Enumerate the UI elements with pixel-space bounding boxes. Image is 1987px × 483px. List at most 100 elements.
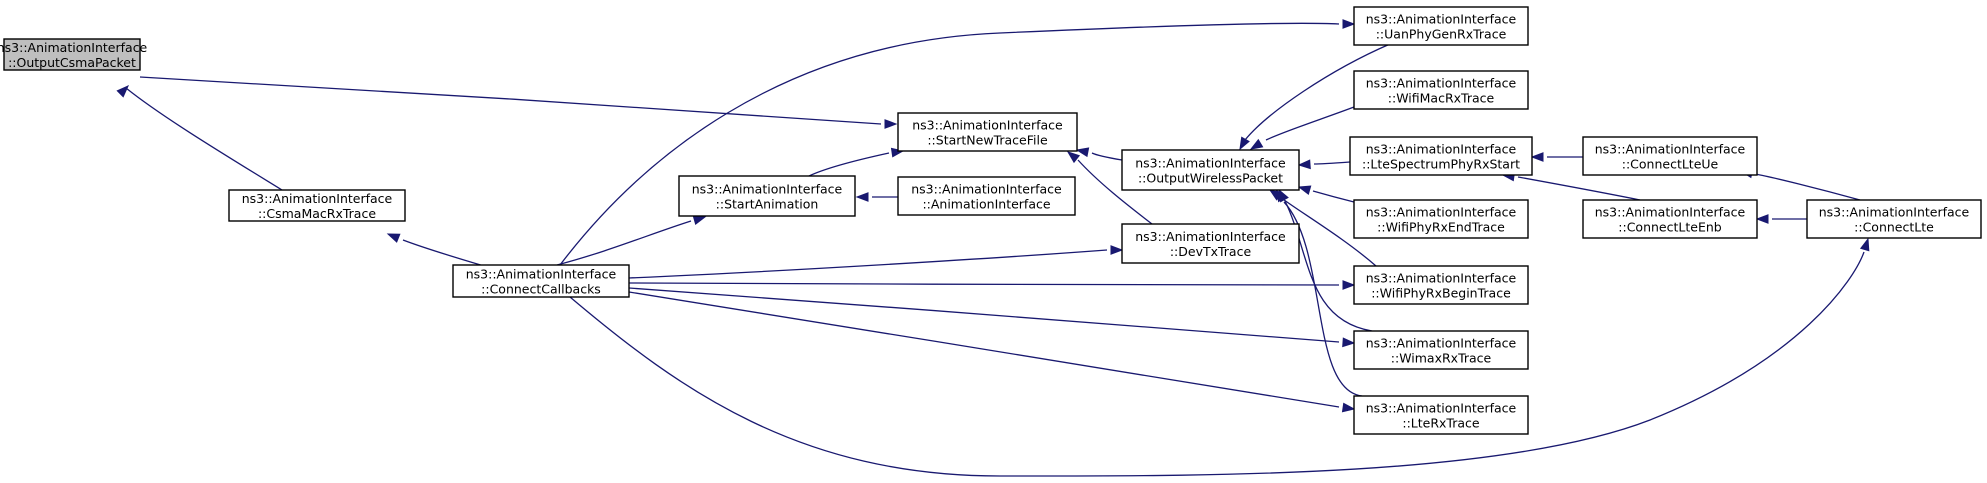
csma-mac-rx-trace-node[interactable]: ns3::AnimationInterface::CsmaMacRxTrace: [228, 189, 406, 222]
node-label-line1: ns3::AnimationInterface: [1366, 336, 1517, 351]
arrow-head: [1342, 337, 1356, 348]
arrow-head: [1275, 188, 1287, 203]
node-label-line1: ns3::AnimationInterface: [242, 191, 393, 206]
node-label-line1: ns3::AnimationInterface: [1366, 76, 1517, 91]
arrow-head: [1341, 402, 1356, 413]
output-csma-packet-node[interactable]: ns3::AnimationInterface::OutputCsmaPacke…: [0, 38, 148, 71]
node-box: [897, 112, 1078, 152]
call-graph-edges: [116, 19, 1870, 477]
node-label-line2: ::StartNewTraceFile: [927, 133, 1048, 148]
node-label-line1: ns3::AnimationInterface: [1819, 205, 1970, 220]
edge-connect-callbacks-to-connect-lte: [569, 237, 1870, 477]
edge-line: [1265, 106, 1355, 141]
node-label-line2: ::LteSpectrumPhyRxStart: [1362, 157, 1520, 172]
edge-connect-callbacks-to-dev-tx-trace: [628, 245, 1124, 279]
edge-connect-lte-enb-to-lte-spectrum-phy-rx-start: [1501, 171, 1641, 201]
connect-callbacks-node[interactable]: ns3::AnimationInterface::ConnectCallback…: [452, 264, 630, 298]
arrow-head: [1530, 152, 1544, 162]
edge-line: [556, 220, 692, 266]
edge-line: [1312, 190, 1355, 203]
node-box: [1121, 223, 1300, 264]
node-label-line1: ns3::AnimationInterface: [1366, 401, 1517, 416]
node-label-line2: ::WifiPhyRxBeginTrace: [1371, 286, 1511, 301]
dev-tx-trace-node[interactable]: ns3::AnimationInterface::DevTxTrace: [1121, 223, 1300, 264]
wifi-phy-rx-end-trace-node[interactable]: ns3::AnimationInterface::WifiPhyRxEndTra…: [1353, 199, 1529, 239]
arrow-head: [1342, 280, 1356, 290]
node-label-line2: ::ConnectCallbacks: [481, 282, 601, 297]
edge-connect-callbacks-to-csma-mac-rx-trace: [386, 233, 485, 267]
arrow-head: [386, 233, 401, 243]
node-label-line1: ns3::AnimationInterface: [1595, 142, 1746, 157]
edge-start-new-trace-file-to-output-csma-packet: [139, 76, 898, 129]
node-box: [1806, 199, 1982, 239]
node-label-line2: ::ConnectLteEnb: [1618, 220, 1721, 235]
edge-line: [1244, 43, 1391, 141]
node-label-line2: ::LteRxTrace: [1402, 416, 1480, 431]
edge-connect-callbacks-to-wifi-phy-rx-begin-trace: [628, 280, 1356, 290]
node-label-line2: ::CsmaMacRxTrace: [258, 206, 376, 221]
connect-lte-enb-node[interactable]: ns3::AnimationInterface::ConnectLteEnb: [1582, 199, 1758, 239]
arrow-head: [1342, 19, 1356, 29]
edge-line: [559, 22, 1340, 266]
arrow-head: [1755, 214, 1769, 224]
edge-connect-callbacks-to-uan-phy-gen-rx-trace: [559, 19, 1356, 266]
node-box: [228, 189, 406, 222]
edge-line: [808, 152, 890, 177]
arrow-head: [1249, 138, 1264, 150]
arrow-head: [855, 192, 869, 202]
node-label-line2: ::DevTxTrace: [1170, 244, 1252, 259]
node-label-line1: ns3::AnimationInterface: [1366, 271, 1517, 286]
connect-lte-node[interactable]: ns3::AnimationInterface::ConnectLte: [1806, 199, 1982, 239]
lte-spectrum-phy-rx-start-node[interactable]: ns3::AnimationInterface::LteSpectrumPhyR…: [1349, 136, 1533, 176]
edge-connect-callbacks-to-wimax-rx-trace: [628, 287, 1356, 348]
lte-rx-trace-node[interactable]: ns3::AnimationInterface::LteRxTrace: [1353, 395, 1529, 435]
wifi-phy-rx-begin-trace-node[interactable]: ns3::AnimationInterface::WifiPhyRxBeginT…: [1353, 265, 1529, 305]
edge-line: [628, 287, 1340, 343]
arrow-head: [1297, 185, 1312, 195]
arrow-head: [1859, 237, 1870, 252]
edge-line: [402, 239, 485, 267]
edge-line: [1091, 152, 1123, 161]
node-box: [1353, 330, 1529, 370]
start-new-trace-file-node[interactable]: ns3::AnimationInterface::StartNewTraceFi…: [897, 112, 1078, 152]
connect-lte-ue-node[interactable]: ns3::AnimationInterface::ConnectLteUe: [1582, 136, 1758, 176]
edge-start-animation-to-start-new-trace-file: [808, 147, 905, 177]
node-label-line1: ns3::AnimationInterface: [1366, 205, 1517, 220]
edge-line: [1313, 161, 1351, 165]
arrow-head: [692, 215, 707, 225]
node-box: [1353, 70, 1529, 110]
edge-line: [1517, 176, 1641, 201]
edge-lte-spectrum-phy-rx-start-to-output-wireless-packet: [1297, 159, 1351, 170]
edge-line: [569, 251, 1865, 477]
node-label-line1: ns3::AnimationInterface: [1366, 12, 1517, 27]
arrow-head: [1239, 136, 1250, 151]
animation-interface-node[interactable]: ns3::AnimationInterface::AnimationInterf…: [897, 176, 1076, 216]
edge-line: [628, 291, 1340, 408]
node-box: [1582, 136, 1758, 176]
start-animation-node[interactable]: ns3::AnimationInterface::StartAnimation: [678, 175, 856, 217]
edge-animation-interface-to-start-animation: [855, 192, 898, 202]
edge-output-wireless-packet-to-start-new-trace-file: [1075, 147, 1123, 161]
wifi-mac-rx-trace-node[interactable]: ns3::AnimationInterface::WifiMacRxTrace: [1353, 70, 1529, 110]
node-label-line1: ns3::AnimationInterface: [1135, 229, 1286, 244]
node-box: [1353, 395, 1529, 435]
uan-phy-gen-rx-trace-node[interactable]: ns3::AnimationInterface::UanPhyGenRxTrac…: [1353, 6, 1529, 46]
node-label-line1: ns3::AnimationInterface: [1595, 205, 1746, 220]
arrow-head: [1110, 245, 1124, 255]
output-wireless-packet-node[interactable]: ns3::AnimationInterface::OutputWirelessP…: [1121, 149, 1300, 191]
edge-line: [628, 249, 1108, 279]
edge-line: [1754, 173, 1861, 201]
node-box: [897, 176, 1076, 216]
node-label-line2: ::WimaxRxTrace: [1391, 351, 1492, 366]
edge-connect-lte-ue-to-lte-spectrum-phy-rx-start: [1530, 152, 1583, 162]
edge-line: [1077, 159, 1153, 225]
edge-line: [1284, 200, 1373, 332]
node-box: [1353, 199, 1529, 239]
node-box: [1349, 136, 1533, 176]
edge-wifi-phy-rx-end-trace-to-output-wireless-packet: [1297, 185, 1355, 203]
node-label-line2: ::AnimationInterface: [922, 197, 1050, 212]
wimax-rx-trace-node[interactable]: ns3::AnimationInterface::WimaxRxTrace: [1353, 330, 1529, 370]
node-label-line1: ns3::AnimationInterface: [911, 182, 1062, 197]
node-label-line2: ::OutputWirelessPacket: [1138, 171, 1283, 186]
